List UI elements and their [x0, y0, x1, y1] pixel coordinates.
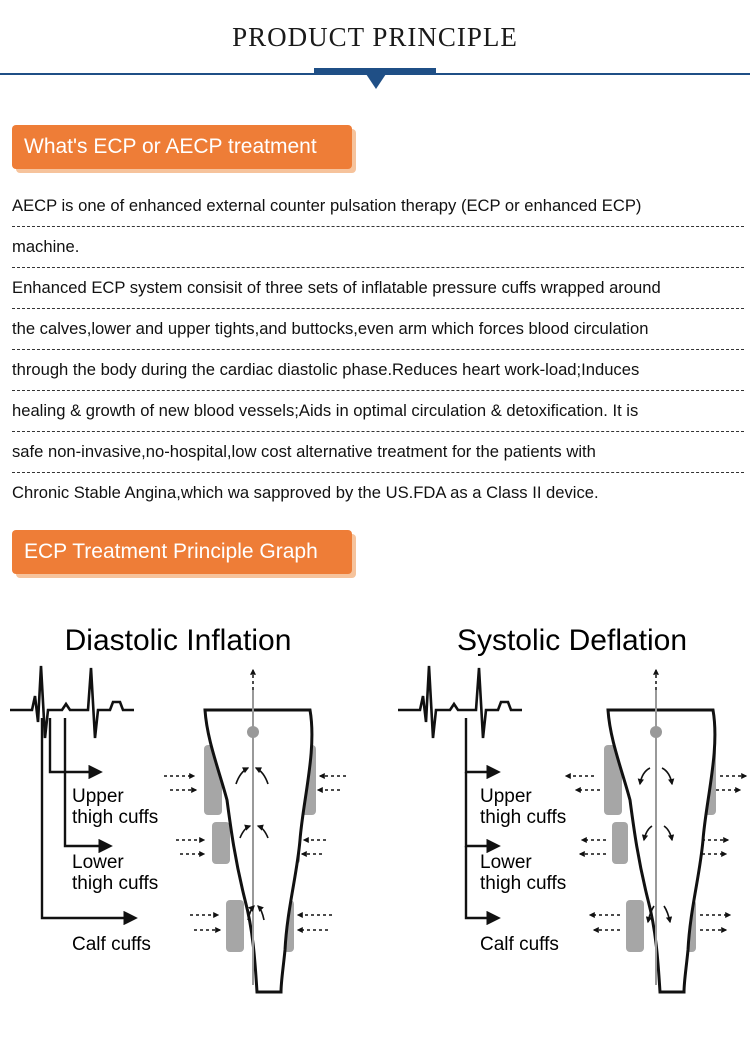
label-lower-2: thigh cuffs — [72, 873, 158, 894]
text-line: the calves,lower and upper tights,and bu… — [12, 309, 744, 350]
header-accent-bar — [314, 68, 436, 74]
label-upper-2: thigh cuffs — [72, 807, 158, 828]
section-title-ecp: What's ECP or AECP treatment — [12, 125, 352, 169]
label-calf: Calf cuffs — [72, 934, 151, 955]
label-upper-2: thigh cuffs — [480, 807, 566, 828]
text-line: Chronic Stable Angina,which wa sapproved… — [12, 483, 599, 502]
label-lower: Lower — [72, 852, 124, 873]
section-title-graph: ECP Treatment Principle Graph — [12, 530, 352, 574]
systolic-panel: Upper thigh cuffs Lower thigh cuffs Calf… — [396, 664, 748, 992]
diastolic-panel: Upper thigh cuffs Lower thigh cuffs Calf… — [8, 664, 346, 992]
diagram-title-left: Diastolic Inflation — [65, 624, 292, 657]
text-line: healing & growth of new blood vessels;Ai… — [12, 391, 744, 432]
label-upper: Upper — [72, 786, 124, 807]
description-text: AECP is one of enhanced external counter… — [12, 186, 744, 513]
text-line: through the body during the cardiac dias… — [12, 350, 744, 391]
diagram-title-right: Systolic Deflation — [457, 624, 687, 657]
text-line: machine. — [12, 227, 744, 268]
text-line: Enhanced ECP system consisit of three se… — [12, 268, 744, 309]
label-upper: Upper — [480, 786, 532, 807]
page-title: PRODUCT PRINCIPLE — [232, 22, 518, 52]
text-line: AECP is one of enhanced external counter… — [12, 186, 744, 227]
label-lower: Lower — [480, 852, 532, 873]
ecp-principle-diagram: Diastolic Inflation Systolic Deflation U… — [8, 624, 748, 1038]
ecg-wave-icon — [8, 664, 136, 740]
label-lower-2: thigh cuffs — [480, 873, 566, 894]
text-line: safe non-invasive,no-hospital,low cost a… — [12, 432, 744, 473]
label-calf: Calf cuffs — [480, 934, 559, 955]
header-pointer-icon — [366, 74, 386, 89]
ecg-wave-icon — [396, 664, 524, 740]
